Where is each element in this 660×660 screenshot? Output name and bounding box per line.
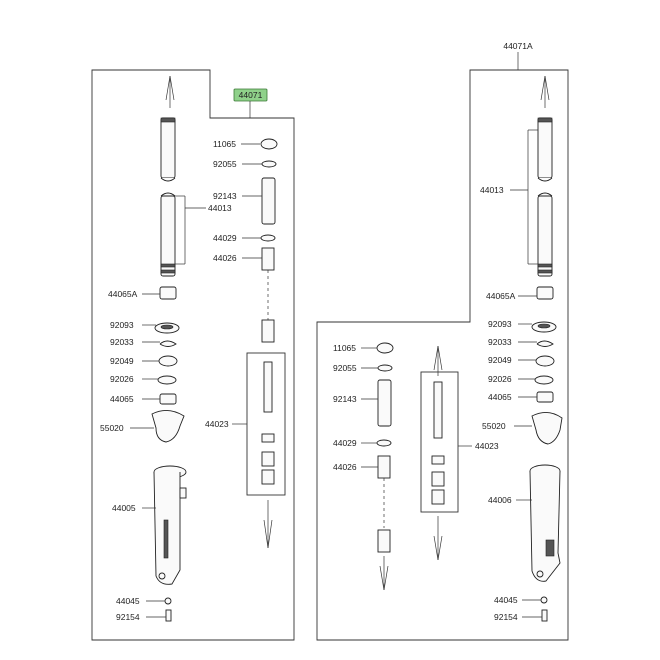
right-fork-spring [377, 455, 391, 591]
left-label-44023[interactable]: 44023 [205, 419, 229, 429]
right-dust-seal [535, 355, 555, 367]
left-dust-seal [158, 355, 178, 367]
left-label-44045[interactable]: 44045 [116, 596, 140, 606]
left-upper-tube [160, 75, 176, 277]
right-snap-ring [536, 340, 554, 347]
right-socket-bolt [541, 609, 548, 622]
left-label-92055[interactable]: 92055 [213, 159, 237, 169]
left-label-92033[interactable]: 92033 [110, 337, 134, 347]
right-label-44065a[interactable]: 44065A [486, 291, 516, 301]
right-lower-tube [529, 464, 561, 582]
right-label-44045[interactable]: 44045 [494, 595, 518, 605]
left-assembly-code-text: 44071 [239, 90, 263, 100]
right-bushing-44065a [536, 286, 554, 300]
right-label-92055[interactable]: 92055 [333, 363, 357, 373]
left-cap-bolt [260, 138, 278, 150]
right-spring-collar [377, 379, 392, 427]
left-label-55020[interactable]: 55020 [100, 423, 124, 433]
left-label-92026[interactable]: 92026 [110, 374, 134, 384]
left-label-11065[interactable]: 11065 [213, 139, 236, 149]
right-spacer-ring [534, 375, 554, 385]
left-assembly-frame [91, 69, 295, 641]
right-assembly-code[interactable]: 44071A [503, 41, 533, 51]
left-fork-guard [151, 410, 185, 443]
left-label-44065a[interactable]: 44065A [108, 289, 138, 299]
left-spacer-ring [157, 375, 177, 385]
right-label-11065[interactable]: 11065 [333, 343, 356, 353]
left-socket-bolt [165, 609, 172, 622]
right-label-92026[interactable]: 92026 [488, 374, 512, 384]
left-label-92143[interactable]: 92143 [213, 191, 237, 201]
right-label-55020[interactable]: 55020 [482, 421, 506, 431]
left-label-44005[interactable]: 44005 [112, 503, 136, 513]
right-spring-seat [376, 439, 392, 447]
right-gasket [540, 596, 548, 604]
left-spring-collar [261, 177, 276, 225]
right-label-92093[interactable]: 92093 [488, 319, 512, 329]
right-assembly-frame [316, 69, 569, 641]
left-fork-spring [261, 247, 275, 343]
left-bushing-44065 [159, 393, 177, 405]
left-label-92093[interactable]: 92093 [110, 320, 134, 330]
right-label-44026[interactable]: 44026 [333, 462, 357, 472]
right-label-44013[interactable]: 44013 [480, 185, 504, 195]
left-lower-tube [153, 465, 187, 585]
left-cylinder-unit [261, 361, 275, 549]
right-o-ring [377, 364, 393, 372]
right-label-92049[interactable]: 92049 [488, 355, 512, 365]
left-label-44065[interactable]: 44065 [110, 394, 134, 404]
right-label-92154[interactable]: 92154 [494, 612, 518, 622]
right-upper-tube [537, 75, 553, 277]
right-cap-bolt [376, 342, 394, 354]
right-label-92143[interactable]: 92143 [333, 394, 357, 404]
left-o-ring [261, 160, 277, 168]
left-label-44026[interactable]: 44026 [213, 253, 237, 263]
left-gasket [164, 597, 172, 605]
right-label-44006[interactable]: 44006 [488, 495, 512, 505]
right-cylinder-unit [431, 345, 445, 561]
left-assembly-code[interactable]: 44071 [233, 88, 268, 102]
right-label-44029[interactable]: 44029 [333, 438, 357, 448]
left-label-44029[interactable]: 44029 [213, 233, 237, 243]
right-bushing-44065 [536, 391, 554, 403]
left-part-labels: 11065 92055 92143 44029 44026 44013 4406… [100, 139, 237, 622]
left-label-44013[interactable]: 44013 [208, 203, 232, 213]
right-label-44023[interactable]: 44023 [475, 441, 499, 451]
left-label-92049[interactable]: 92049 [110, 356, 134, 366]
left-spring-seat [260, 234, 276, 242]
right-label-92033[interactable]: 92033 [488, 337, 512, 347]
right-label-44065[interactable]: 44065 [488, 392, 512, 402]
left-snap-ring [159, 340, 177, 347]
right-fork-guard [531, 412, 563, 445]
left-label-92154[interactable]: 92154 [116, 612, 140, 622]
right-part-labels: 11065 92055 92143 44029 44026 44023 4401… [333, 185, 518, 622]
left-bushing-44065a [159, 286, 177, 300]
